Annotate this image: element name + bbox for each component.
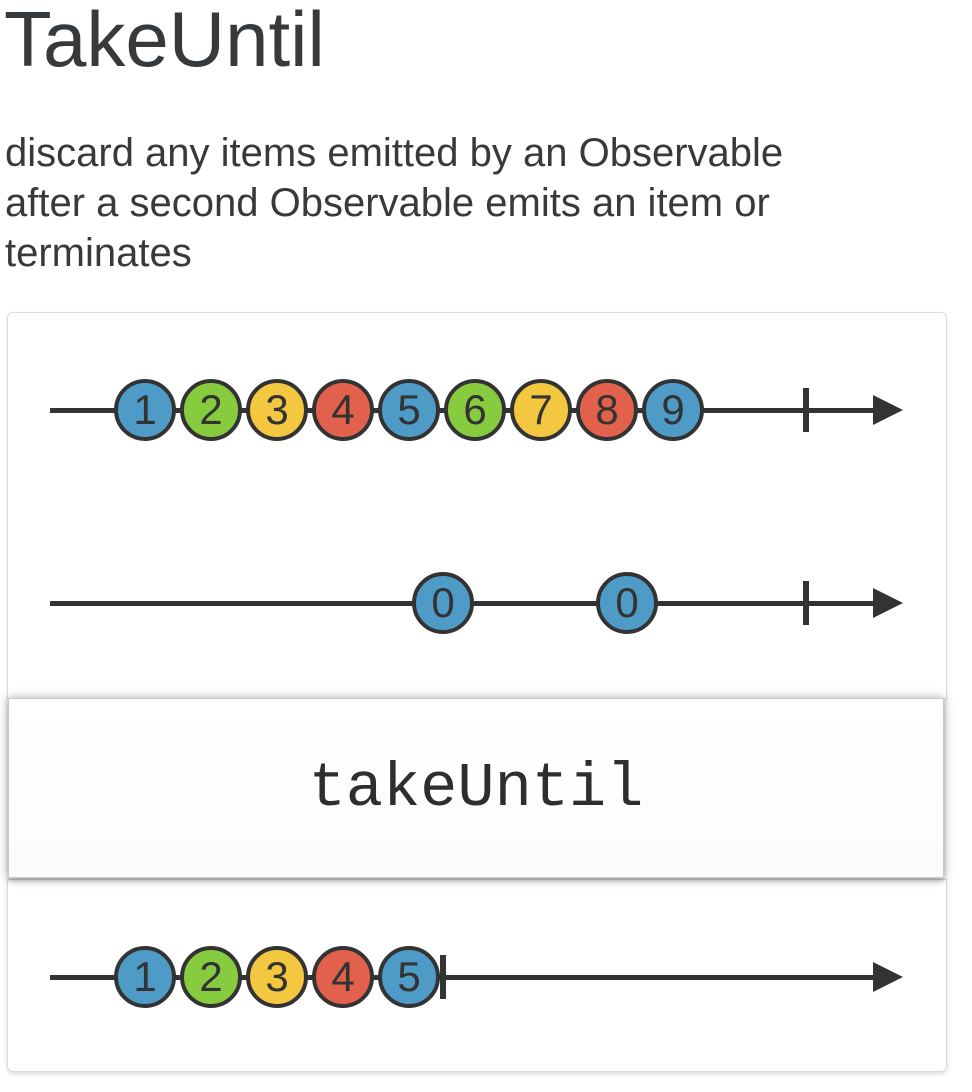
input-streams-card: [7, 312, 947, 700]
operator-box: takeUntil: [8, 698, 944, 878]
marble-label: 8: [595, 386, 619, 433]
marble-label: 5: [397, 386, 421, 433]
page-description: discard any items emitted by an Observab…: [5, 128, 783, 278]
page-title: TakeUntil: [4, 0, 325, 83]
marble-label: 3: [265, 386, 289, 433]
marble[interactable]: 1: [114, 946, 176, 1008]
complete-tick[interactable]: [803, 581, 809, 625]
marble-label: 4: [331, 386, 355, 433]
marble-label: 3: [265, 953, 289, 1000]
marble-label: 5: [397, 953, 421, 1000]
marble[interactable]: 1: [114, 379, 176, 441]
marble[interactable]: 6: [444, 379, 506, 441]
marble[interactable]: 2: [180, 946, 242, 1008]
marble[interactable]: 4: [312, 946, 374, 1008]
marble-label: 6: [463, 386, 487, 433]
marble-label: 7: [529, 386, 553, 433]
marble-label: 0: [431, 579, 455, 626]
description-line: terminates: [5, 231, 192, 275]
marble-label: 1: [133, 953, 157, 1000]
operator-label: takeUntil: [308, 752, 644, 824]
marble[interactable]: 7: [510, 379, 572, 441]
marble[interactable]: 0: [596, 572, 658, 634]
marble[interactable]: 3: [246, 379, 308, 441]
marble-label: 4: [331, 953, 355, 1000]
marble[interactable]: 5: [378, 946, 440, 1008]
marble[interactable]: 8: [576, 379, 638, 441]
marble-label: 2: [199, 386, 223, 433]
description-line: discard any items emitted by an Observab…: [5, 131, 784, 175]
description-line: after a second Observable emits an item …: [5, 181, 770, 225]
marble-label: 0: [615, 579, 639, 626]
marble[interactable]: 5: [378, 379, 440, 441]
marble[interactable]: 2: [180, 379, 242, 441]
marble[interactable]: 0: [412, 572, 474, 634]
marble-label: 9: [661, 386, 685, 433]
marble[interactable]: 9: [642, 379, 704, 441]
marble[interactable]: 4: [312, 379, 374, 441]
complete-tick[interactable]: [440, 955, 446, 999]
marble-label: 1: [133, 386, 157, 433]
complete-tick[interactable]: [803, 388, 809, 432]
marble[interactable]: 3: [246, 946, 308, 1008]
marble-label: 2: [199, 953, 223, 1000]
